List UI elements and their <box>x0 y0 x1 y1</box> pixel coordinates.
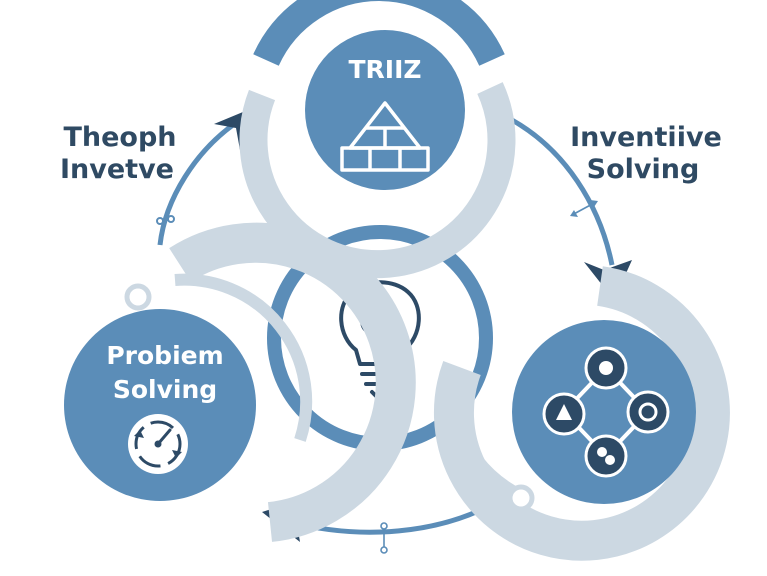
node-top: TRIIZ <box>239 0 516 279</box>
node-left: Probiem Solving <box>64 222 416 542</box>
pin-connector-icon <box>380 522 388 554</box>
label-top-left-line2: Invetve <box>60 154 174 185</box>
label-top-right-line2: Solving <box>587 154 700 185</box>
label-top-left-line1: Theoph <box>63 122 176 153</box>
network-node <box>584 434 628 478</box>
network-node <box>626 390 670 434</box>
node-left-line2: Solving <box>113 375 217 404</box>
label-top-right-line1: Inventiive <box>570 122 722 153</box>
node-left-line1: Probiem <box>106 341 223 370</box>
node-right <box>433 266 730 561</box>
double-arrow-icon <box>570 200 598 217</box>
gauge-cycle-icon <box>128 414 188 474</box>
network-nodes-icon <box>542 346 670 478</box>
network-node <box>584 346 628 390</box>
ring-dot-right <box>507 484 535 512</box>
ring-dot-left <box>124 283 152 311</box>
network-node <box>542 392 586 436</box>
triangle-blocks-icon <box>340 101 430 172</box>
node-top-title: TRIIZ <box>348 55 421 84</box>
small-connector-icon <box>156 215 175 225</box>
